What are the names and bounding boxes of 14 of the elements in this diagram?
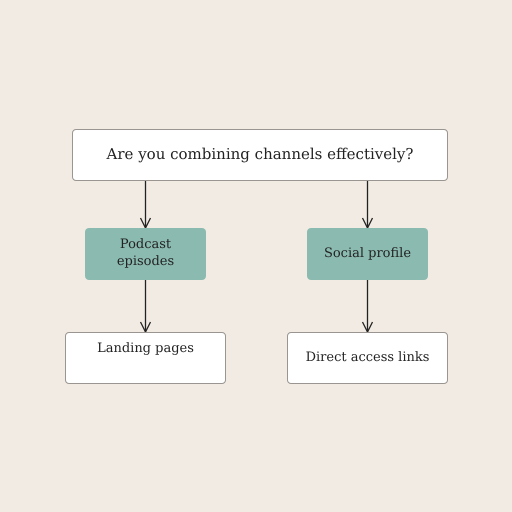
- box-label: Landing pages: [97, 341, 194, 358]
- box-label: Podcast episodes: [116, 237, 176, 271]
- box-label: Direct access links: [306, 350, 430, 366]
- box-label: Social profile: [324, 246, 412, 262]
- channel-box: [85, 228, 206, 280]
- channel-box: [307, 228, 428, 280]
- box-label: Are you combining channels effectively?: [106, 145, 414, 165]
- result-box: [287, 332, 448, 384]
- arrow: [362, 181, 374, 229]
- result-box: [65, 332, 226, 384]
- arrow: [140, 280, 152, 333]
- arrow: [140, 181, 152, 229]
- question-box: [72, 129, 448, 181]
- arrow: [362, 280, 374, 333]
